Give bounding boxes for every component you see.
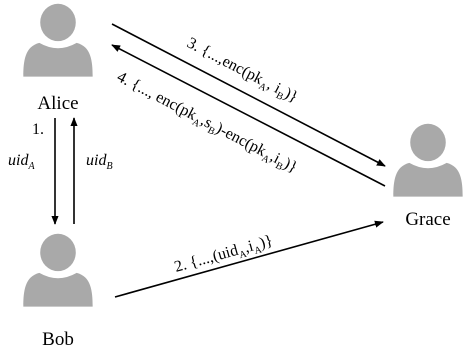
- arrow-grace-to-alice: [111, 44, 386, 187]
- grace-label: Grace: [405, 209, 450, 230]
- arrow-bob-to-grace: [114, 220, 384, 298]
- alice-node: Alice: [23, 3, 93, 114]
- bob-node: Bob: [23, 233, 93, 350]
- arrow-alice-to-grace: [111, 23, 386, 167]
- message-1-up-label: uidB: [86, 152, 113, 172]
- bob-label: Bob: [42, 329, 74, 350]
- message-1-number: 1.: [32, 121, 44, 138]
- message-1-down-label: uidA: [8, 152, 35, 172]
- alice-label: Alice: [37, 93, 78, 114]
- message-1: 1. uidA uidB: [8, 117, 113, 225]
- message-2-label: 2. {...,(uidA,iA)}: [173, 232, 276, 279]
- grace-person-icon: [393, 123, 463, 197]
- message-3-label: 3. {...,enc(pkA, iB)}: [183, 34, 301, 108]
- message-2: 2. {...,(uidA,iA)}: [114, 220, 384, 298]
- bob-person-icon: [23, 233, 93, 307]
- alice-person-icon: [23, 3, 93, 77]
- grace-node: Grace: [393, 123, 463, 230]
